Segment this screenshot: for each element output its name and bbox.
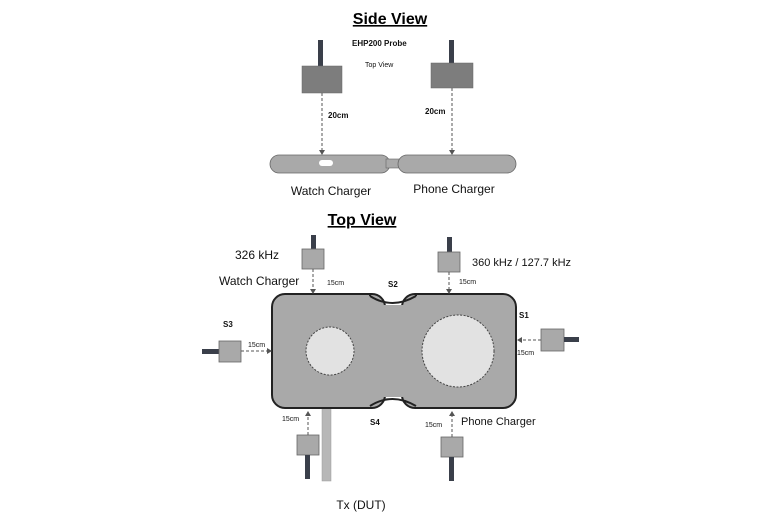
probe-label: EHP200 Probe	[352, 39, 407, 48]
watch-puck-slot	[319, 160, 333, 166]
side-view-title: Side View	[353, 11, 428, 28]
dist-right: 15cm	[517, 350, 534, 357]
side-probe-right	[430, 40, 474, 89]
dist-top-left: 15cm	[327, 280, 344, 287]
top-view-note: Top View	[365, 62, 394, 69]
top-probe-left-s3	[202, 340, 242, 363]
tx-cable	[321, 404, 332, 482]
dist-bottom-left: 15cm	[282, 416, 299, 423]
top-probe-bottom-left	[296, 434, 320, 479]
watch-pad	[305, 326, 355, 376]
s3-label: S3	[223, 320, 233, 329]
side-distance-left: 20cm	[328, 111, 348, 120]
top-watch-charger-label: Watch Charger	[219, 274, 299, 288]
top-probe-right-s1	[540, 328, 579, 352]
s4-label: S4	[370, 418, 380, 427]
s2-label: S2	[388, 280, 398, 289]
top-view-title: Top View	[328, 212, 397, 229]
tx-dut-label: Tx (DUT)	[336, 498, 385, 512]
top-probe-bottom-right	[440, 436, 464, 481]
freq-watch-label: 326 kHz	[235, 248, 279, 262]
top-phone-charger-label: Phone Charger	[461, 416, 536, 428]
side-probe-left	[301, 40, 343, 94]
side-distance-right: 20cm	[425, 107, 445, 116]
dist-left: 15cm	[248, 342, 265, 349]
side-phone-charger-label: Phone Charger	[413, 182, 494, 196]
charger-side-profile	[269, 154, 517, 174]
side-arrowhead-right	[449, 150, 455, 155]
freq-phone-label: 360 kHz / 127.7 kHz	[472, 257, 571, 269]
side-watch-charger-label: Watch Charger	[291, 184, 371, 198]
dist-top-right: 15cm	[459, 279, 476, 286]
phone-pad	[421, 314, 495, 388]
side-arrowhead-left	[319, 150, 325, 155]
dist-bottom-right: 15cm	[425, 422, 442, 429]
top-probe-top-right	[437, 237, 461, 273]
top-probe-top-left	[301, 235, 325, 270]
s1-label: S1	[519, 311, 529, 320]
